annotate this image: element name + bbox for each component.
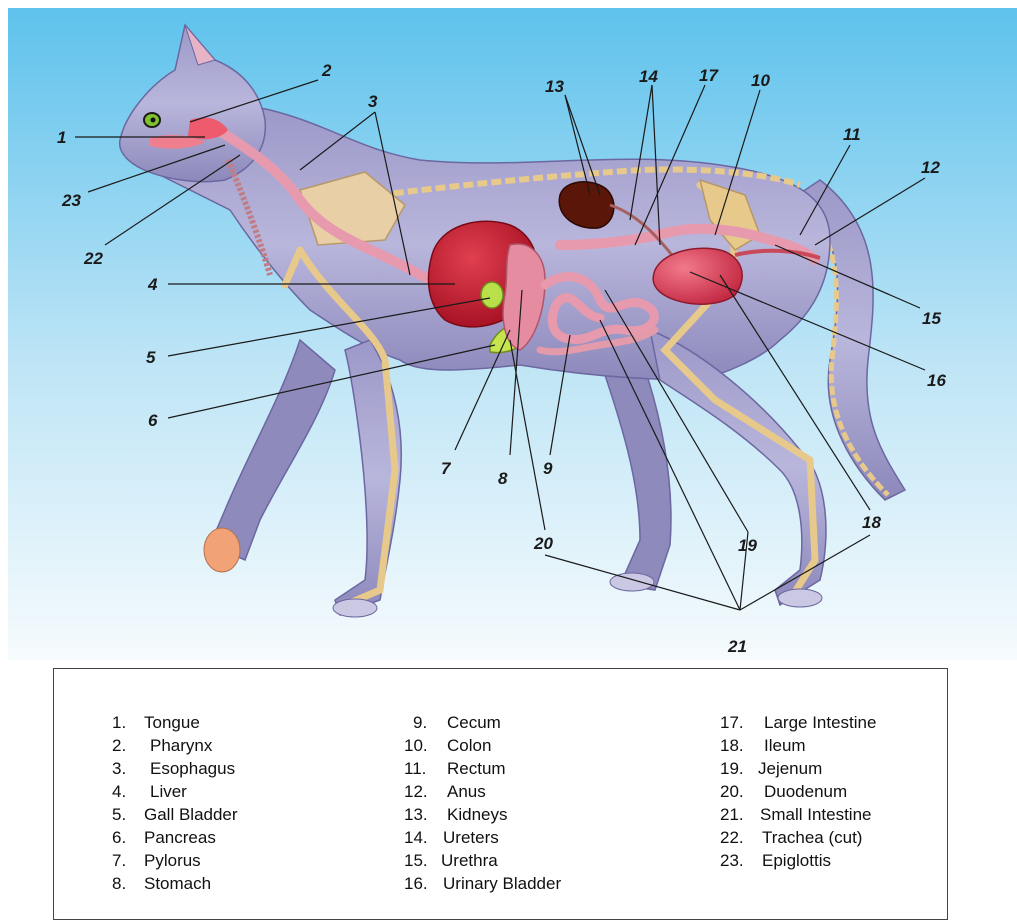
- legend-label: Epiglottis: [762, 849, 831, 872]
- callout-11: 11: [843, 125, 861, 144]
- legend-label: Colon: [447, 734, 491, 757]
- cat-anatomy-diagram: 1 2 3 4 5 6 7 8 9 10 11 12 13 14 15 16 1…: [0, 0, 1017, 660]
- callout-8: 8: [498, 469, 508, 488]
- legend-label: Trachea (cut): [762, 826, 862, 849]
- callout-5: 5: [146, 348, 156, 367]
- legend-label: Ileum: [764, 734, 806, 757]
- legend-label: Rectum: [447, 757, 506, 780]
- legend-label: Liver: [150, 780, 187, 803]
- legend-number: 7.: [112, 849, 144, 872]
- legend-number: 20.: [720, 780, 764, 803]
- legend-number: 12.: [404, 780, 447, 803]
- legend-number: 10.: [404, 734, 447, 757]
- legend-label: Jejenum: [758, 757, 822, 780]
- legend-item: 21.Small Intestine: [720, 803, 872, 826]
- legend-number: 1.: [112, 711, 144, 734]
- legend-number: 5.: [112, 803, 144, 826]
- callout-3: 3: [368, 92, 378, 111]
- legend-label: Pancreas: [144, 826, 216, 849]
- legend-number: 18.: [720, 734, 764, 757]
- legend-number: 11.: [404, 757, 447, 780]
- legend-item: 6.Pancreas: [112, 826, 216, 849]
- hind-near-paw: [778, 589, 822, 607]
- legend-item: 19.Jejenum: [720, 757, 822, 780]
- legend-item: 9.Cecum: [413, 711, 501, 734]
- legend-number: 19.: [720, 757, 758, 780]
- callout-18: 18: [862, 513, 881, 532]
- legend-label: Urethra: [441, 849, 498, 872]
- legend-item: 20.Duodenum: [720, 780, 847, 803]
- legend-item: 1.Tongue: [112, 711, 200, 734]
- callout-15: 15: [922, 309, 941, 328]
- legend-number: 15.: [404, 849, 441, 872]
- legend-number: 23.: [720, 849, 762, 872]
- legend-label: Pylorus: [144, 849, 201, 872]
- legend-label: Urinary Bladder: [443, 872, 561, 895]
- legend-number: 8.: [112, 872, 144, 895]
- callout-7: 7: [441, 459, 452, 478]
- callout-17: 17: [699, 66, 719, 85]
- callout-1: 1: [57, 128, 66, 147]
- callout-16: 16: [927, 371, 946, 390]
- legend-label: Tongue: [144, 711, 200, 734]
- front-paw-pad: [204, 528, 240, 572]
- legend-label: Duodenum: [764, 780, 847, 803]
- front-near-paw: [333, 599, 377, 617]
- callout-4: 4: [147, 275, 158, 294]
- legend-label: Small Intestine: [760, 803, 872, 826]
- legend-number: 17.: [720, 711, 764, 734]
- legend-item: 22.Trachea (cut): [720, 826, 862, 849]
- legend-item: 2.Pharynx: [112, 734, 212, 757]
- callout-23: 23: [61, 191, 81, 210]
- legend-item: 12.Anus: [404, 780, 486, 803]
- legend-item: 8.Stomach: [112, 872, 211, 895]
- legend-number: 4.: [112, 780, 150, 803]
- legend-item: 16.Urinary Bladder: [404, 872, 561, 895]
- callout-2: 2: [321, 61, 332, 80]
- legend-item: 5.Gall Bladder: [112, 803, 238, 826]
- legend-item: 10.Colon: [404, 734, 491, 757]
- legend-label: Cecum: [447, 711, 501, 734]
- callout-13: 13: [545, 77, 564, 96]
- legend-number: 14.: [404, 826, 443, 849]
- legend-label: Pharynx: [150, 734, 212, 757]
- legend-item: 11.Rectum: [404, 757, 506, 780]
- legend-item: 18.Ileum: [720, 734, 806, 757]
- legend-item: 15.Urethra: [404, 849, 498, 872]
- legend-label: Kidneys: [447, 803, 507, 826]
- legend-item: 3.Esophagus: [112, 757, 235, 780]
- legend-number: 16.: [404, 872, 443, 895]
- legend-number: 2.: [112, 734, 150, 757]
- legend-item: 17.Large Intestine: [720, 711, 876, 734]
- callout-6: 6: [148, 411, 158, 430]
- callout-10: 10: [751, 71, 770, 90]
- callout-19: 19: [738, 536, 757, 555]
- callout-12: 12: [921, 158, 940, 177]
- callout-9: 9: [543, 459, 553, 478]
- legend-item: 13.Kidneys: [404, 803, 507, 826]
- legend-item: 14.Ureters: [404, 826, 499, 849]
- legend-number: 13.: [404, 803, 447, 826]
- legend-number: 9.: [413, 711, 447, 734]
- gall-bladder: [481, 282, 503, 308]
- legend-label: Gall Bladder: [144, 803, 238, 826]
- legend-label: Large Intestine: [764, 711, 876, 734]
- legend-item: 23.Epiglottis: [720, 849, 831, 872]
- legend-number: 3.: [112, 757, 150, 780]
- legend-box: 1.Tongue 2.Pharynx 3.Esophagus 4.Liver 5…: [53, 668, 948, 920]
- legend-label: Ureters: [443, 826, 499, 849]
- callout-14: 14: [639, 67, 658, 86]
- callout-21: 21: [727, 637, 747, 656]
- callout-20: 20: [533, 534, 553, 553]
- legend-number: 22.: [720, 826, 762, 849]
- legend-label: Esophagus: [150, 757, 235, 780]
- legend-number: 6.: [112, 826, 144, 849]
- legend-label: Stomach: [144, 872, 211, 895]
- cat-pupil: [151, 118, 156, 123]
- legend-item: 4.Liver: [112, 780, 187, 803]
- legend-number: 21.: [720, 803, 760, 826]
- legend-item: 7.Pylorus: [112, 849, 201, 872]
- callout-22: 22: [83, 249, 103, 268]
- legend-label: Anus: [447, 780, 486, 803]
